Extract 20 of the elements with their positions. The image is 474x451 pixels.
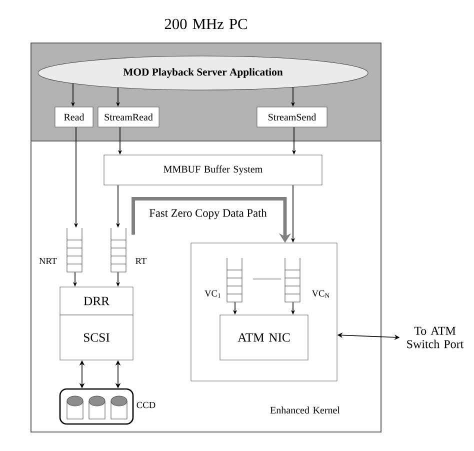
queue-symbol [110,228,126,272]
call-box: StreamRead [98,106,160,128]
queue-symbol [284,258,300,302]
call-box: StreamSend [256,106,328,128]
call-box: Read [54,106,94,128]
node-label: 200 MHz PC [164,18,247,30]
queue-symbol [226,258,242,302]
queue-label: RT [136,258,147,264]
queue-label: VC$_{1}$ [204,290,220,298]
queue-label: VC$_{N}$ [312,290,330,298]
queue-label: NRT [39,258,57,264]
queue-symbol [66,228,82,272]
path-label: Fast Zero Copy Data Path [148,208,268,220]
buffer-box: MMBUF Buffer System [104,154,322,186]
scheduler-box: DRR [60,286,134,316]
queue-label: CCD [136,402,156,408]
nic-box: ATM NIC [220,314,308,360]
driver-box: SCSI [60,314,134,360]
port-text: To ATM Switch Port [407,326,464,348]
disk-array [59,388,134,425]
